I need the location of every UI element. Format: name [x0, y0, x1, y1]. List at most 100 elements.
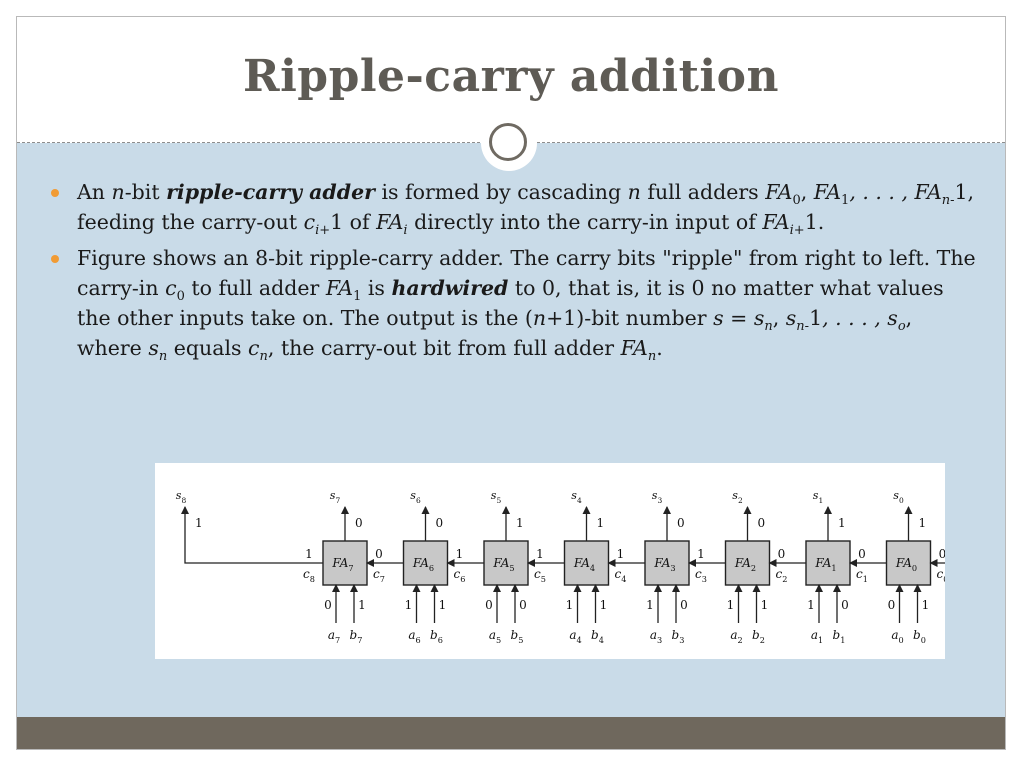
input-b-label-sub: 4	[599, 635, 604, 645]
sum-label-main: s	[813, 489, 819, 502]
full-adder-label: FA0	[895, 556, 917, 573]
carry-in-label: c0	[937, 567, 945, 584]
carry-in-label: c5	[534, 567, 546, 584]
full-adder-label-sub: 6	[429, 563, 434, 573]
text-run: FA	[762, 210, 790, 234]
carry-in-label-sub: 3	[702, 574, 707, 584]
text-run: FA	[914, 180, 942, 204]
input-a-label: a4	[569, 628, 581, 645]
input-a-label-sub: 6	[415, 635, 420, 645]
input-b-label: b7	[350, 628, 363, 645]
text-run: s	[785, 306, 797, 330]
bullet-item: An n-bit ripple-carry adder is formed by…	[51, 177, 981, 237]
subscript-text: 0	[176, 289, 185, 305]
text-run: n	[627, 180, 641, 204]
subscript-text: n	[647, 349, 657, 365]
input-a-label: a6	[408, 628, 420, 645]
text-run: c	[303, 210, 316, 234]
input-b-label: b1	[833, 628, 846, 645]
text-run: +1)-bit number	[546, 306, 714, 330]
input-b-label-main: b	[511, 628, 519, 642]
sum-label: s5	[491, 489, 502, 505]
sum-label-main: s	[410, 489, 416, 502]
input-a-value: 1	[646, 598, 654, 612]
input-b-label-sub: 5	[518, 635, 523, 645]
input-b-label: b2	[752, 628, 765, 645]
sum-bit-value: 1	[919, 516, 927, 530]
input-b-label: b4	[591, 628, 604, 645]
text-run: to 0, that is, it is 0 no matter what va…	[77, 276, 944, 330]
text-run: n	[111, 180, 125, 204]
carry-in-label-sub: 7	[380, 574, 385, 584]
subscript-text: n	[158, 349, 168, 365]
bullet-text: Figure shows an 8-bit ripple-carry adder…	[77, 243, 981, 363]
sum-bit-value: 1	[597, 516, 605, 530]
subscript-text: i	[403, 223, 408, 239]
text-run: FA	[325, 276, 354, 300]
text-run: .	[656, 336, 663, 360]
carry-in-label-main: c	[695, 567, 702, 581]
ring-icon	[489, 123, 527, 161]
full-adder-label-main: FA	[331, 556, 348, 570]
input-b-value: 1	[761, 598, 769, 612]
sum-label-sub: 3	[657, 496, 662, 505]
text-run: 1, feeding the carry-out	[77, 180, 975, 234]
input-b-label: b5	[511, 628, 524, 645]
text-run: c	[248, 336, 260, 360]
carry-in-value: 1	[617, 547, 625, 561]
bullet-dot-icon	[51, 189, 59, 197]
input-b-value: 0	[841, 598, 849, 612]
input-b-label-main: b	[752, 628, 760, 642]
input-b-label-sub: 3	[679, 635, 684, 645]
text-run: directly into the carry-in input of	[407, 210, 763, 234]
full-adder-label: FA4	[573, 556, 595, 573]
carry-in-label-sub: 2	[782, 574, 787, 584]
input-b-label-main: b	[833, 628, 841, 642]
text-run: FA	[620, 336, 648, 360]
carry-in-label-main: c	[776, 567, 783, 581]
input-a-label-main: a	[811, 628, 818, 642]
subscript-text: n	[764, 319, 773, 335]
full-adder-label-main: FA	[653, 556, 670, 570]
text-run: ,	[800, 180, 814, 204]
text-run: FA	[765, 180, 793, 204]
full-adder-label-sub: 2	[751, 563, 756, 573]
input-a-label-sub: 4	[576, 635, 581, 645]
full-adder-label-sub: 4	[590, 563, 595, 573]
carry-in-label-main: c	[373, 567, 380, 581]
full-adder-label: FA1	[814, 556, 836, 573]
text-run: 1.	[804, 210, 825, 234]
input-a-value: 0	[485, 598, 493, 612]
text-run: hardwired	[391, 276, 509, 300]
carry-in-label-main: c	[534, 567, 541, 581]
subscript-text: 1	[353, 289, 362, 305]
input-a-label-main: a	[328, 628, 335, 642]
carry-in-value: 0	[778, 547, 786, 561]
sum-label-main: s	[571, 489, 577, 502]
input-a-label: a5	[489, 628, 501, 645]
sum-label-main: s	[652, 489, 658, 502]
full-adder-label-main: FA	[573, 556, 590, 570]
bullet-item: Figure shows an 8-bit ripple-carry adder…	[51, 243, 981, 363]
carry-in-value: 1	[697, 547, 705, 561]
full-adder-label-sub: 5	[509, 563, 514, 573]
msb-sum-label: s8	[176, 489, 187, 505]
sum-label-main: s	[330, 489, 336, 502]
sum-bit-value: 0	[355, 516, 363, 530]
text-run: =	[723, 306, 754, 330]
input-b-label-sub: 1	[840, 635, 845, 645]
input-a-value: 1	[727, 598, 735, 612]
sum-label: s2	[732, 489, 743, 505]
text-run: FA	[813, 180, 842, 204]
text-run: FA	[376, 210, 404, 234]
sum-bit-value: 1	[516, 516, 524, 530]
input-b-label: b6	[430, 628, 443, 645]
full-adder-label-sub: 3	[670, 563, 675, 573]
text-run: , the carry-out bit from full adder	[267, 336, 621, 360]
full-adder-label: FA3	[653, 556, 675, 573]
footer-bar	[17, 717, 1005, 749]
full-adder-box	[563, 540, 610, 586]
carry-in-value: 0	[939, 547, 945, 561]
